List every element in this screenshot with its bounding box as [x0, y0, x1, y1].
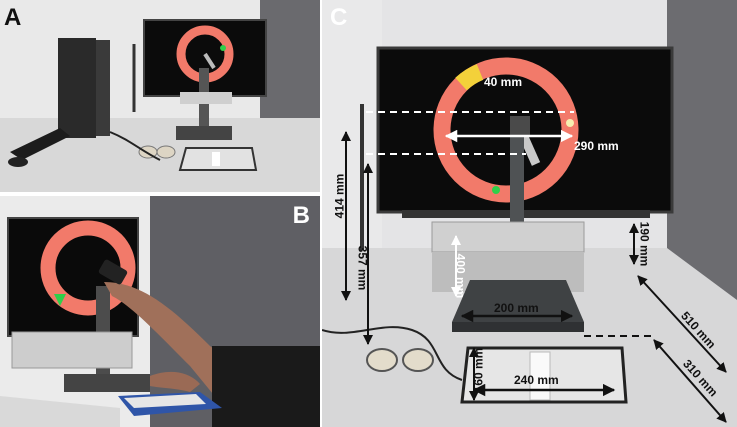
ring-diameter-label: 290 mm [574, 139, 619, 153]
pad-depth-label: 160 mm [471, 347, 486, 393]
stand-height-label: 414 mm [332, 173, 347, 219]
panel-c-label: C [330, 4, 348, 31]
panel-c-photo: C 40 mm 290 mm 414 mm 357 mm 400 mm 200 … [322, 0, 737, 427]
arm-length-label: 400 mm [453, 253, 468, 299]
panel-c-scene [322, 0, 737, 427]
screen-height-label: 357 mm [355, 245, 370, 291]
target-size-label: 40 mm [484, 75, 523, 89]
panel-b-scene [0, 196, 320, 427]
pad-width-label: 240 mm [514, 373, 559, 387]
panel-a-photo: A [0, 0, 320, 192]
panel-b-label: B [292, 202, 310, 229]
panel-b-photo: B [0, 196, 320, 427]
riser-height-label: 190 mm [637, 221, 652, 267]
panel-a-label: A [4, 4, 22, 31]
base-width-label: 200 mm [494, 301, 539, 315]
panel-a-scene [0, 0, 320, 192]
